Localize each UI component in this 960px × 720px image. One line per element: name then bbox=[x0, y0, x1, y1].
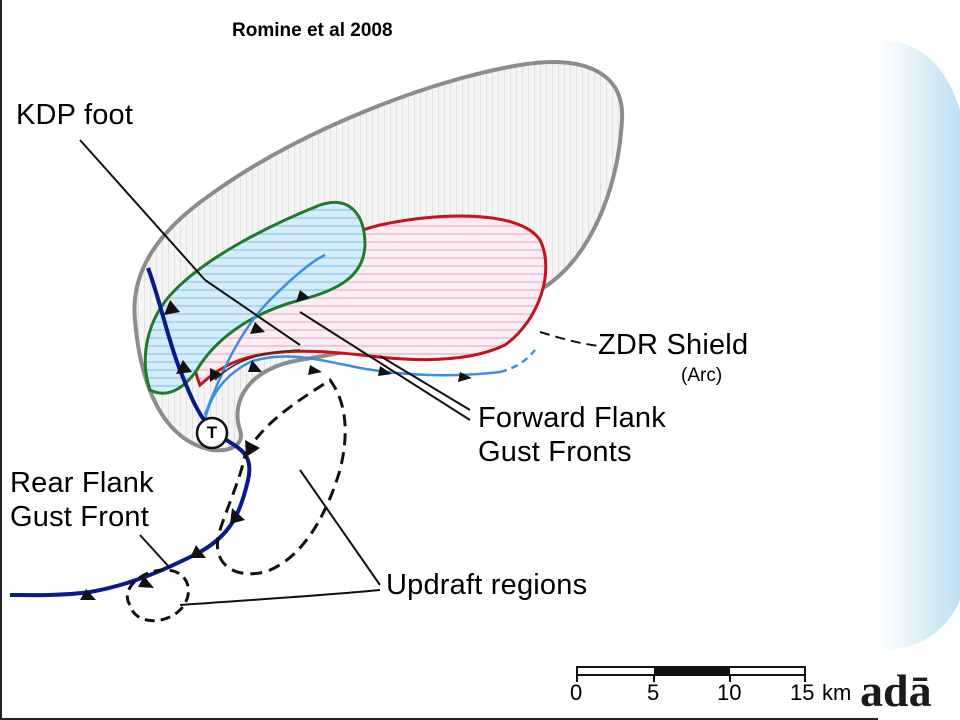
kdp-foot-region bbox=[143, 200, 367, 395]
scale-tick-0: 0 bbox=[570, 680, 583, 705]
side-background bbox=[878, 0, 960, 720]
kdp-inner-arc bbox=[203, 253, 326, 416]
scale-tick-15: 15 bbox=[790, 680, 815, 705]
storm-schematic bbox=[9, 60, 806, 682]
citation-title: Romine et al 2008 bbox=[232, 20, 393, 41]
kdp-foot-label: KDP foot bbox=[16, 99, 134, 131]
arc-label: (Arc) bbox=[681, 365, 723, 386]
forward-flank-gust-front-inner bbox=[203, 355, 501, 421]
tornado-marker-circle bbox=[195, 416, 229, 450]
forward-flank-label-line2: Gust Fronts bbox=[478, 436, 632, 468]
logo-text: adā bbox=[860, 665, 932, 716]
scale-unit: km bbox=[822, 680, 852, 705]
updraft-regions-label: Updraft regions bbox=[386, 569, 588, 601]
tornado-marker-label: T bbox=[206, 423, 218, 442]
forward-flank-label-line1: Forward Flank bbox=[478, 402, 666, 434]
updraft-connector bbox=[179, 589, 381, 606]
rear-flank-label-line2: Gust Front bbox=[10, 501, 149, 533]
scale-bar bbox=[576, 666, 806, 682]
scale-tick-5: 5 bbox=[647, 680, 660, 705]
forward-flank-gust-front-inner-dash bbox=[499, 349, 536, 374]
rear-flank-label-line1: Rear Flank bbox=[10, 467, 154, 499]
gust-front-barbs bbox=[80, 290, 472, 600]
leader-lines bbox=[79, 139, 601, 586]
zdr-shield-label: ZDR Shield bbox=[598, 329, 749, 361]
updraft-region-main bbox=[215, 377, 347, 576]
updraft-region-rear bbox=[126, 568, 190, 623]
scale-tick-10: 10 bbox=[717, 680, 742, 705]
